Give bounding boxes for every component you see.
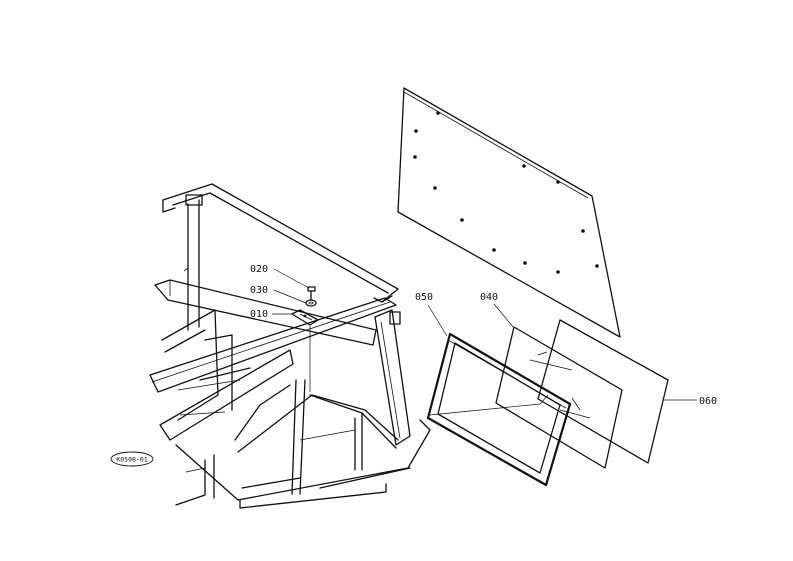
bracket-010 [291,309,319,326]
assembly-line [429,403,541,416]
callout-040: 040 [480,292,498,303]
washer-030 [305,299,317,307]
leader-lines [272,268,697,401]
bolt-hardware [291,286,319,326]
callout-020: 020 [250,264,268,275]
mounting-holes [413,111,599,274]
window-frame-050 [426,332,572,487]
callout-060: 060 [699,396,717,407]
callout-010: 010 [250,309,268,320]
drawing-code-badge: K0508-01 [110,451,154,467]
rear-glass-panel [397,87,621,338]
window-glass-060 [537,319,669,464]
callout-050: 050 [415,292,433,303]
window-glass-040 [495,326,623,469]
callout-030: 030 [250,285,268,296]
bolt-020 [307,286,316,292]
drawing-code: K0508-01 [116,456,147,464]
cab-frame [149,183,431,509]
